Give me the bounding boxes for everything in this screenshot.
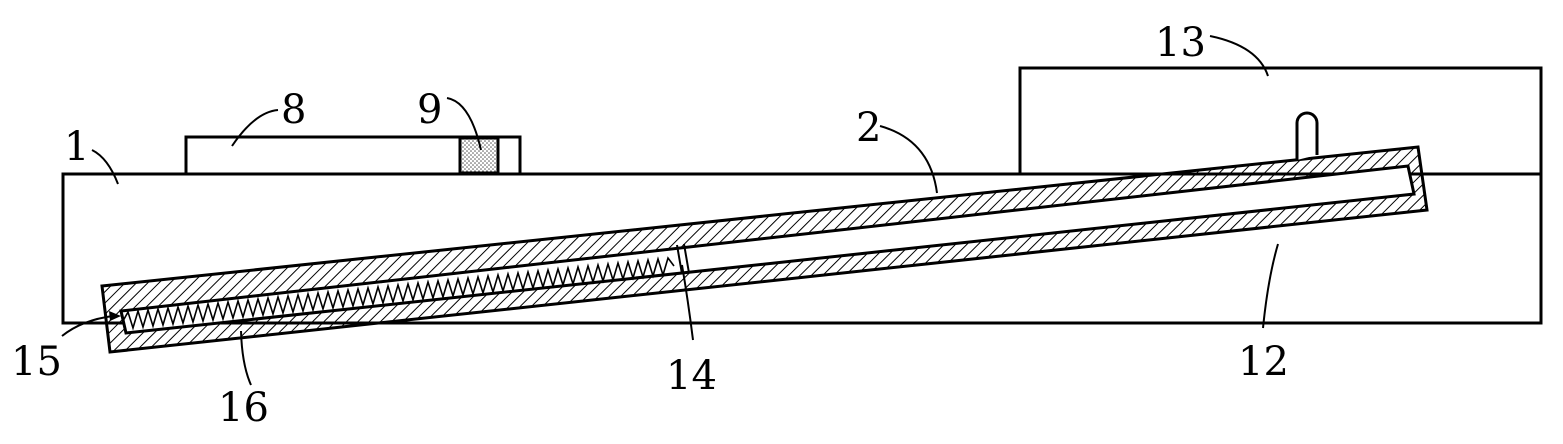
label-plate: 8 <box>281 87 306 133</box>
vent-pipe <box>1295 111 1319 160</box>
inclined-tube <box>100 145 1429 354</box>
label-block: 9 <box>417 87 442 133</box>
label-piston: 14 <box>666 353 717 399</box>
spring <box>122 256 675 331</box>
leader-end <box>61 315 114 337</box>
leader-plate <box>231 109 279 147</box>
piston <box>676 243 690 275</box>
label-spring: 16 <box>218 385 269 431</box>
upper-box-outline <box>1018 66 1543 174</box>
leader-spring <box>240 330 252 386</box>
plate <box>184 135 522 176</box>
leader-end-arrowhead <box>109 311 121 321</box>
leader-lines <box>61 35 1279 386</box>
leader-chamber <box>1262 243 1279 329</box>
label-tube: 2 <box>856 105 881 151</box>
label-end: 15 <box>11 339 62 385</box>
leader-piston <box>681 264 694 341</box>
leader-block <box>446 97 482 151</box>
leader-upper-box <box>1209 35 1269 77</box>
leader-base <box>91 149 119 185</box>
label-base: 1 <box>64 124 89 170</box>
leader-tube <box>879 125 938 194</box>
tube-inner-chamber <box>119 164 1416 335</box>
base-body <box>61 172 1543 325</box>
label-upper-box: 13 <box>1155 20 1206 66</box>
label-chamber: 12 <box>1238 339 1289 385</box>
